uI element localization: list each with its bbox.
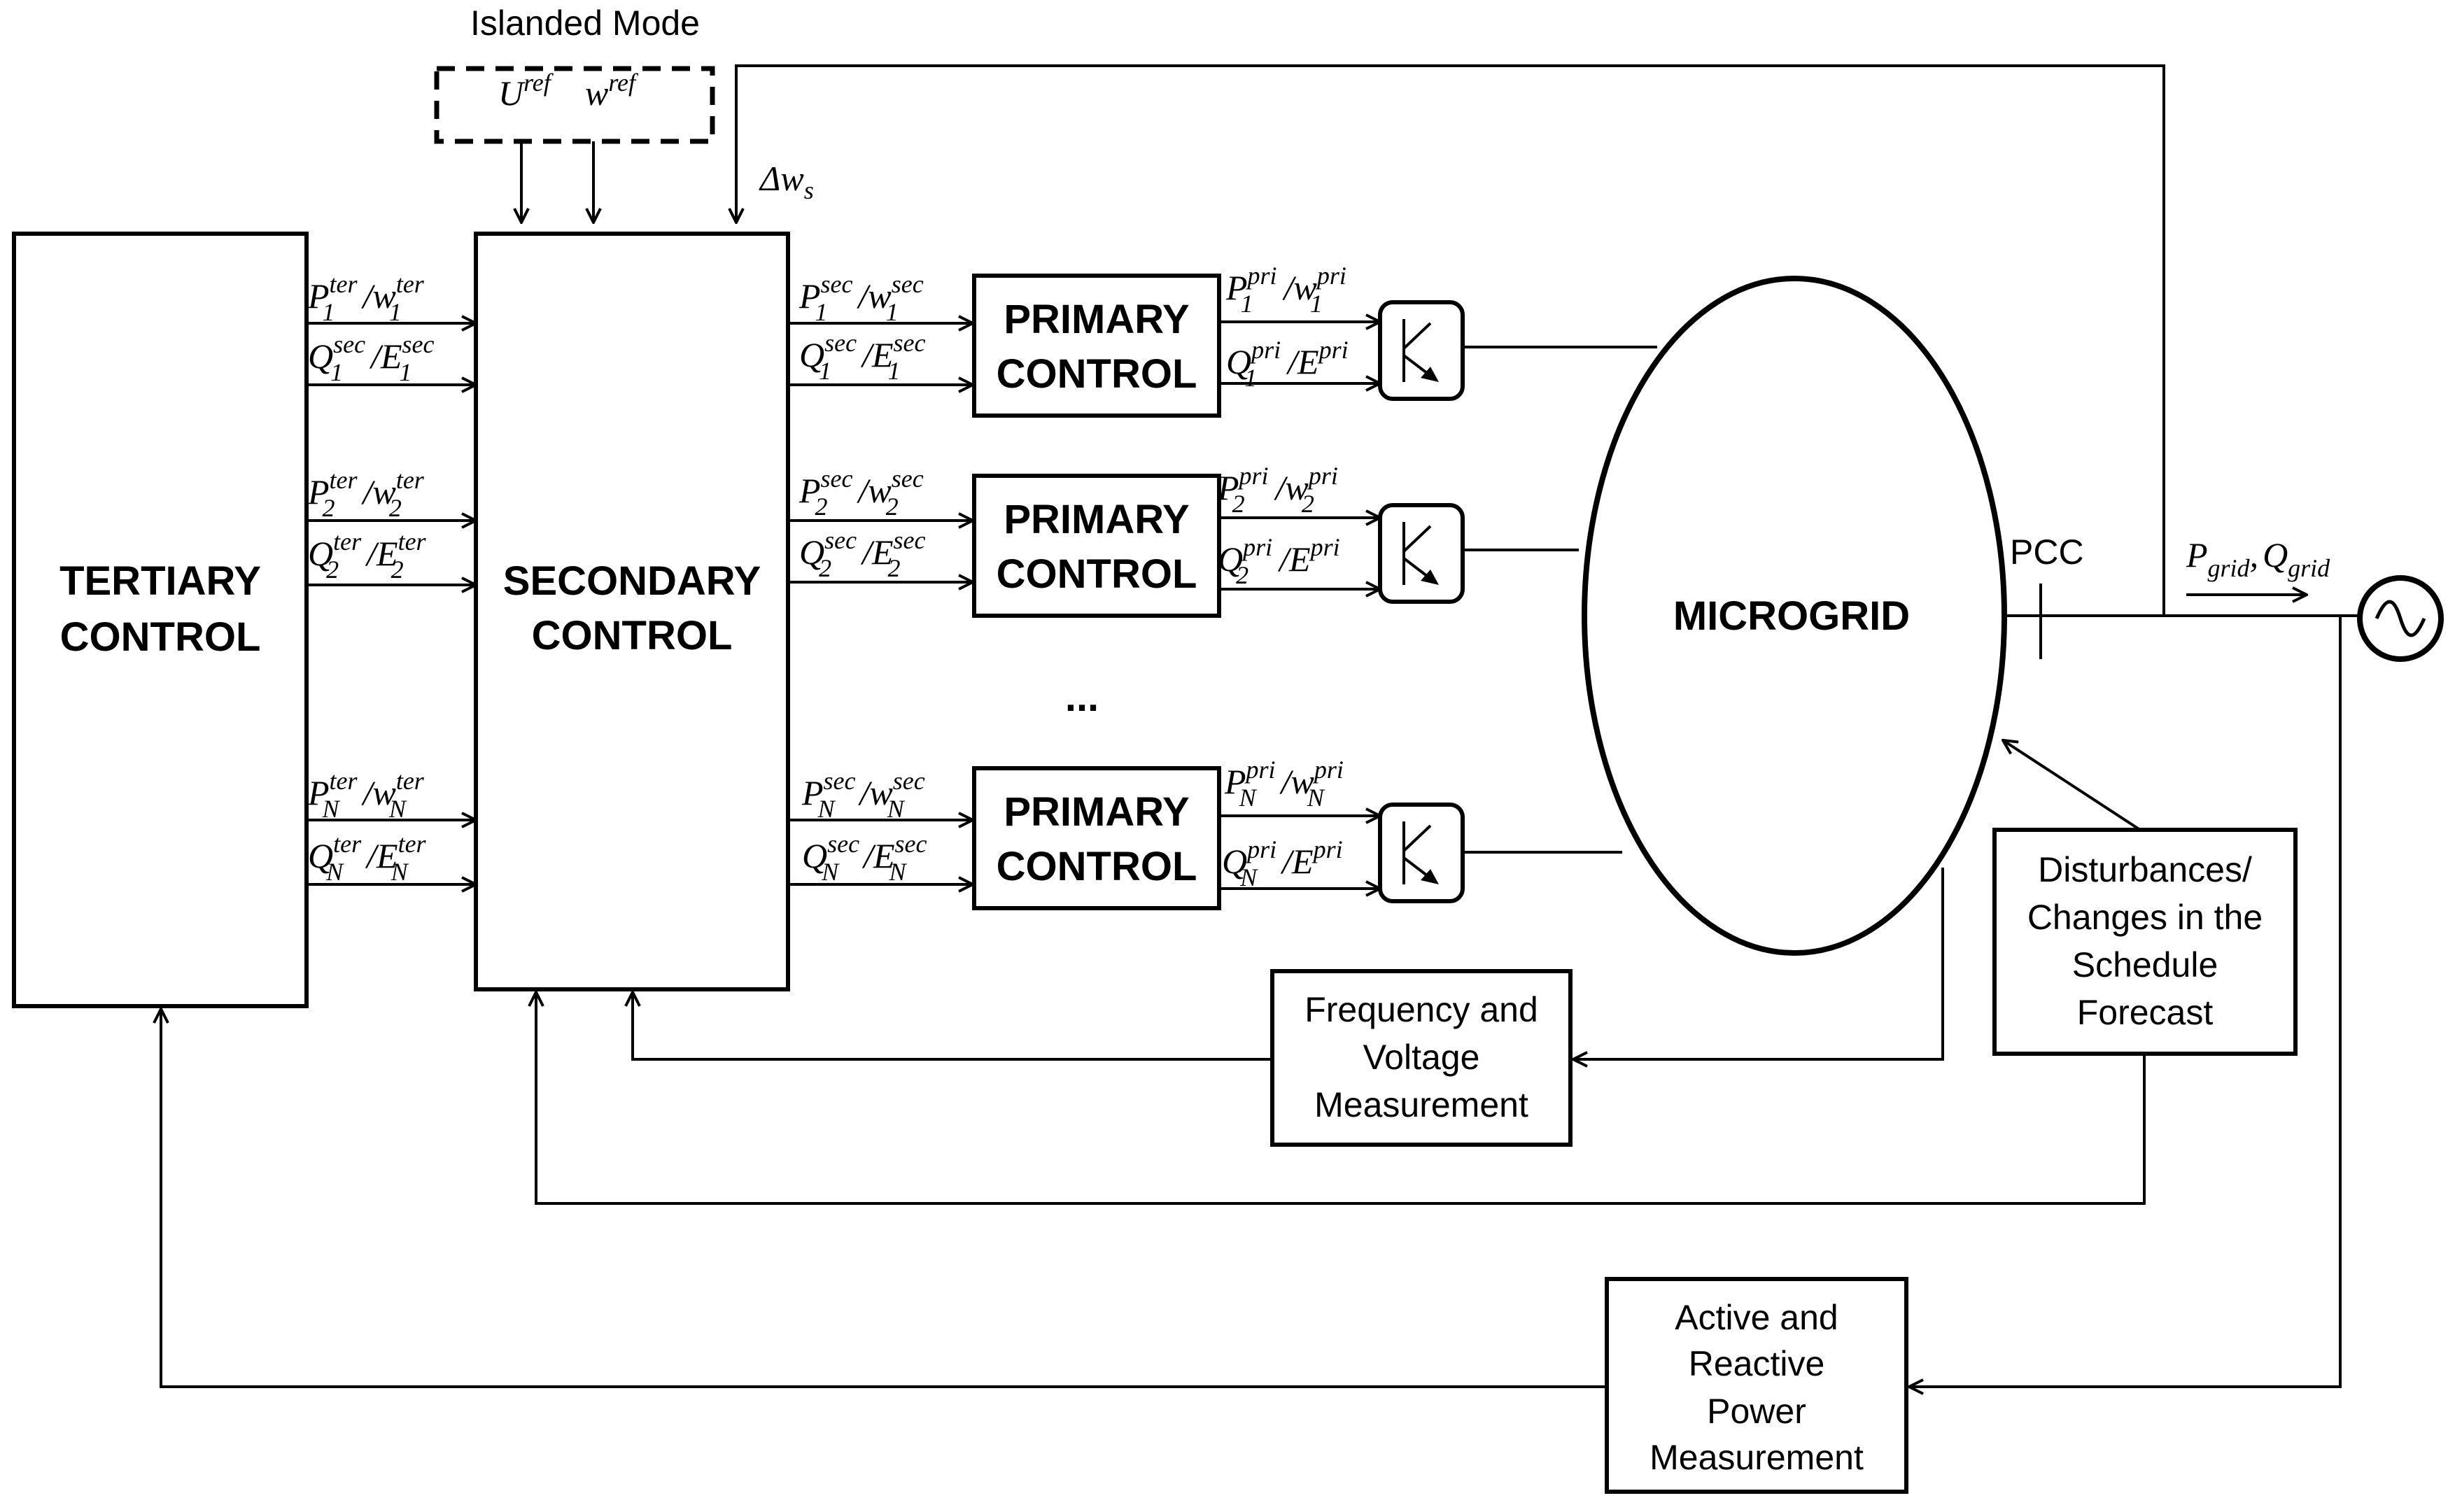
disturbances-line-4: Forecast [2077,993,2214,1032]
primary-2-label-1: PRIMARY [1004,497,1189,542]
ellipsis: ... [1065,674,1099,720]
freq-voltage-measurement-block [1270,969,1573,1147]
disturbances-line-2: Changes in the [2027,898,2263,937]
disturbance-feedback-line [536,992,2146,1205]
grid-to-power-measurement-line [1909,616,2342,1387]
u-ref-symbol: Uref [498,69,554,113]
ac-source-icon [2357,575,2444,662]
secondary-control-block [474,232,790,991]
tertiary-label-2: CONTROL [60,614,261,660]
primary-2-label-2: CONTROL [997,551,1197,597]
inverter-icon-1 [1378,300,1465,401]
primary-n-label-1: PRIMARY [1004,789,1189,835]
primary-n-label-2: CONTROL [997,844,1197,889]
tertiary-label-1: TERTIARY [59,558,261,604]
power-meas-line-3: Power [1707,1392,1806,1431]
primary-1-label-2: CONTROL [997,351,1197,397]
microgrid-to-measurement-line [1573,868,1944,1059]
primary-control-block-2 [972,474,1221,618]
freq-volt-line-3: Measurement [1314,1085,1528,1124]
power-meas-line-1: Active and [1675,1298,1838,1337]
power-measurement-to-tertiary-line [161,1009,1607,1388]
power-meas-line-4: Measurement [1649,1438,1864,1477]
w-ref-symbol: wref [585,69,639,113]
pcc-label: PCC [2010,532,2084,572]
tertiary-control-block [12,232,309,1008]
delta-ws-feedback-line [736,64,2165,616]
delta-ws-label: Δws [759,159,814,204]
microgrid-label: MICROGRID [1673,593,1910,639]
primary-control-block-1 [972,274,1221,418]
primary-control-block-n [972,766,1221,910]
power-meas-line-2: Reactive [1689,1344,1825,1383]
disturbances-line-1: Disturbances/ [2038,850,2252,889]
disturbance-to-microgrid-arrow [2003,740,2141,831]
disturbances-block [1992,828,2298,1056]
inverter-icon-n [1378,803,1465,903]
freq-volt-line-1: Frequency and [1304,990,1538,1029]
disturbances-line-3: Schedule [2072,945,2218,984]
islanded-mode-label: Islanded Mode [470,3,700,43]
inverter-icon-2 [1378,503,1465,604]
secondary-label-1: SECONDARY [503,558,761,604]
primary-1-label-1: PRIMARY [1004,297,1189,342]
secondary-label-2: CONTROL [532,613,733,658]
grid-power-label: Pgrid,Qgrid [2186,535,2330,582]
measurement-to-secondary-line [633,992,1272,1061]
islanded-ref-box [434,66,715,144]
freq-volt-line-2: Voltage [1363,1038,1480,1077]
